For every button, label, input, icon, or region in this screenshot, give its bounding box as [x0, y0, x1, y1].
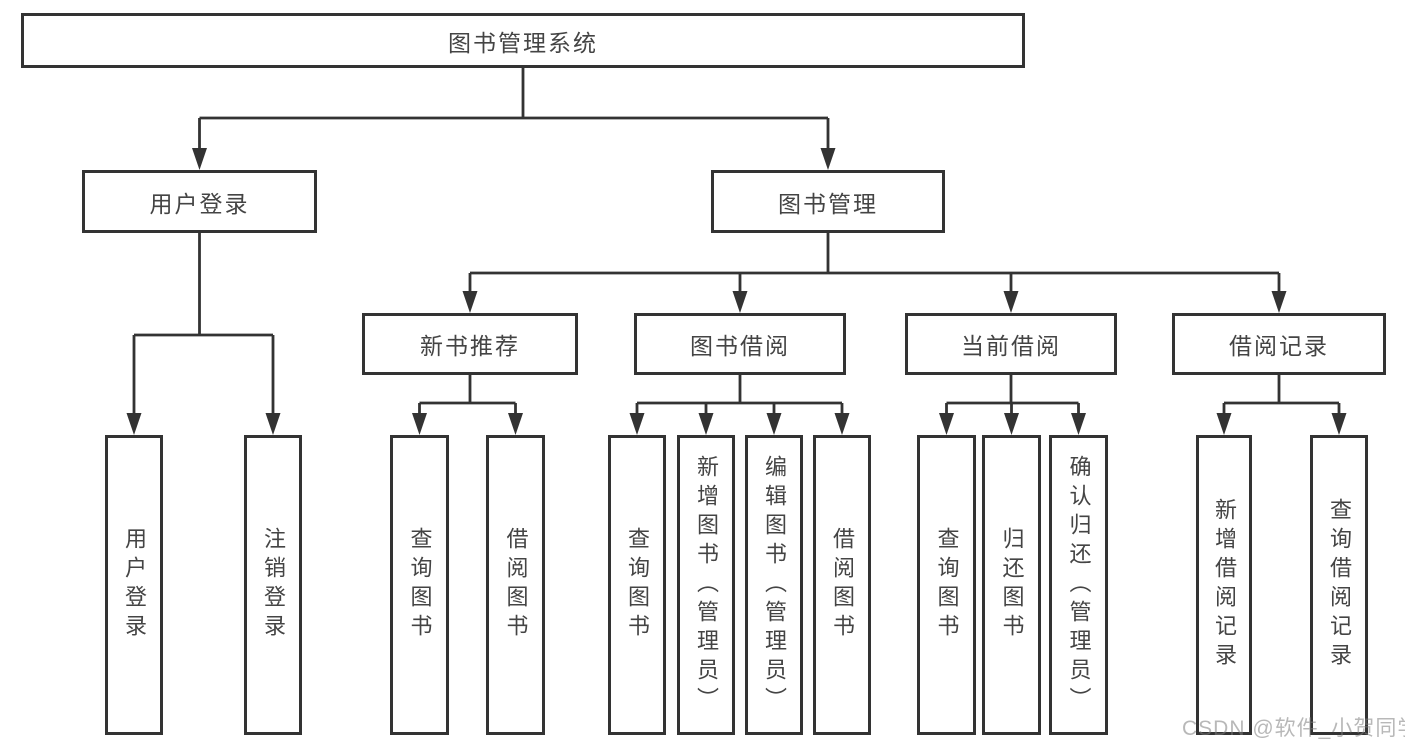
leaf-label: 查询借阅记录: [1327, 498, 1352, 672]
leaf-add-book-admin: 新增图书（管理员）: [677, 435, 735, 735]
connector-user-login-to-leaves: [132, 233, 275, 414]
node-label: 图书管理系统: [448, 29, 598, 56]
arrowheads-borrow-records-to-leaves: [1216, 413, 1347, 435]
leaf-return-books: 归还图书: [982, 435, 1041, 735]
leaf-label: 新增图书（管理员）: [694, 454, 719, 716]
leaf-add-borrow-record: 新增借阅记录: [1196, 435, 1252, 735]
leaf-label: 新增借阅记录: [1212, 498, 1237, 672]
node-label: 借阅记录: [1229, 333, 1329, 359]
leaf-edit-book-admin: 编辑图书（管理员）: [745, 435, 803, 735]
leaf-label: 查询图书: [934, 527, 960, 643]
connector-borrow-records-to-leaves: [1222, 375, 1341, 414]
connector-book-management-to-level3: [468, 233, 1281, 292]
leaf-label: 确认归还（管理员）: [1066, 454, 1092, 716]
leaf-confirm-return-admin: 确认归还（管理员）: [1049, 435, 1108, 735]
leaf-logout: 注销登录: [244, 435, 302, 735]
leaf-label: 编辑图书（管理员）: [762, 454, 787, 716]
arrowheads-current-borrow-to-leaves: [939, 413, 1086, 435]
node-new-book-recommend: 新书推荐: [362, 313, 578, 375]
leaf-query-books-borrow: 查询图书: [608, 435, 666, 735]
node-borrow-records: 借阅记录: [1172, 313, 1386, 375]
connector-new-book-to-leaves: [418, 375, 517, 414]
leaf-label: 注销登录: [261, 527, 286, 643]
leaf-label: 归还图书: [999, 527, 1025, 643]
connector-root-to-level2: [198, 68, 830, 150]
leaf-label: 借阅图书: [830, 527, 855, 643]
leaf-label: 查询图书: [625, 527, 650, 643]
leaf-label: 用户登录: [122, 527, 147, 643]
leaf-query-books-recommend: 查询图书: [390, 435, 449, 735]
leaf-label: 借阅图书: [503, 527, 529, 643]
node-label: 新书推荐: [420, 333, 520, 359]
node-user-login: 用户登录: [82, 170, 317, 233]
arrowheads-book-borrow-to-leaves: [629, 413, 850, 435]
node-label: 图书管理: [778, 190, 878, 217]
leaf-borrow-books-recommend: 借阅图书: [486, 435, 545, 735]
connector-book-borrow-to-leaves: [635, 375, 844, 414]
node-label: 图书借阅: [690, 333, 790, 359]
node-label: 用户登录: [149, 190, 250, 217]
csdn-watermark: CSDN @软件_小贺同学: [1182, 717, 1405, 740]
node-label: 当前借阅: [961, 333, 1061, 359]
node-current-borrow: 当前借阅: [905, 313, 1117, 375]
connector-current-borrow-to-leaves: [945, 375, 1080, 414]
leaf-borrow-books: 借阅图书: [813, 435, 871, 735]
arrowheads-user-login-to-leaves: [126, 413, 281, 435]
arrowheads-new-book-to-leaves: [412, 413, 523, 435]
leaf-query-borrow-record: 查询借阅记录: [1310, 435, 1368, 735]
leaf-query-books-current: 查询图书: [917, 435, 976, 735]
arrowheads-root-to-level2: [192, 148, 836, 170]
leaf-label: 查询图书: [407, 527, 433, 643]
node-book-management: 图书管理: [711, 170, 945, 233]
arrowheads-book-management-to-level3: [462, 291, 1287, 313]
node-library-management-system: 图书管理系统: [21, 13, 1025, 68]
leaf-user-login: 用户登录: [105, 435, 163, 735]
node-book-borrow: 图书借阅: [634, 313, 846, 375]
